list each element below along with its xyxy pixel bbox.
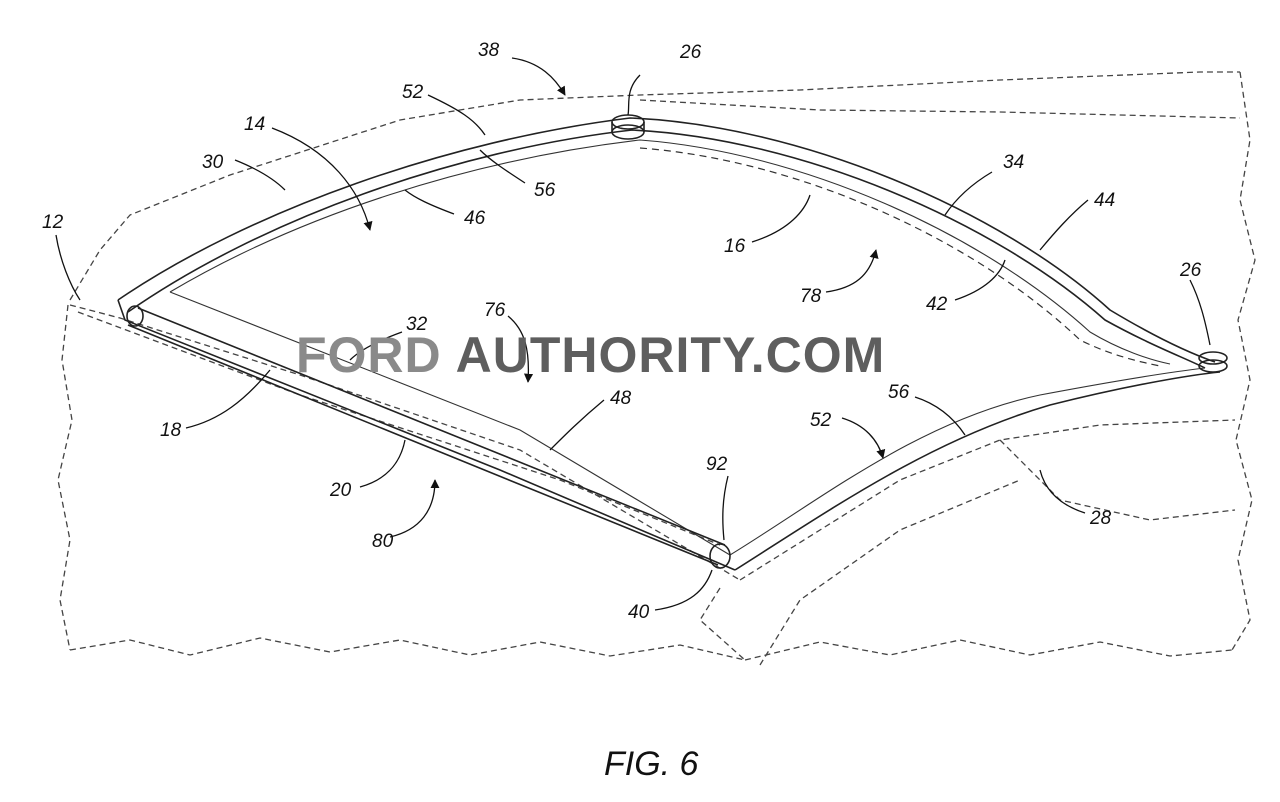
figure-caption: FIG. 6 (604, 745, 699, 783)
reference-numerals: 12 14 16 18 20 26 26 28 30 32 34 38 40 4… (42, 40, 1202, 623)
vehicle-body-outline (57, 71, 1256, 666)
label-20: 20 (329, 480, 352, 501)
leader-lines (55, 57, 1211, 611)
label-80: 80 (372, 531, 394, 552)
label-14: 14 (244, 114, 265, 135)
label-26-top: 26 (679, 42, 702, 63)
roller-tube (126, 305, 731, 569)
label-40: 40 (628, 602, 650, 623)
label-48: 48 (610, 388, 632, 409)
label-56-top: 56 (534, 180, 556, 201)
label-34: 34 (1003, 152, 1024, 173)
label-30: 30 (202, 152, 224, 173)
label-42: 42 (926, 294, 948, 315)
label-76: 76 (484, 300, 506, 321)
label-52-top: 52 (402, 82, 424, 103)
label-38: 38 (478, 40, 500, 61)
label-92: 92 (706, 454, 728, 475)
label-12: 12 (42, 212, 64, 233)
label-28: 28 (1089, 508, 1112, 529)
label-26-right: 26 (1179, 260, 1202, 281)
label-56-bottom: 56 (888, 382, 910, 403)
label-32: 32 (406, 314, 428, 335)
label-46: 46 (464, 208, 486, 229)
label-18: 18 (160, 420, 182, 441)
watermark-brand: FORD (296, 327, 442, 383)
roof-glass-panel (117, 117, 1221, 571)
watermark-domain: AUTHORITY.COM (456, 327, 886, 383)
label-16: 16 (724, 236, 746, 257)
label-44: 44 (1094, 190, 1115, 211)
label-52-bottom: 52 (810, 410, 832, 431)
label-78: 78 (800, 286, 822, 307)
